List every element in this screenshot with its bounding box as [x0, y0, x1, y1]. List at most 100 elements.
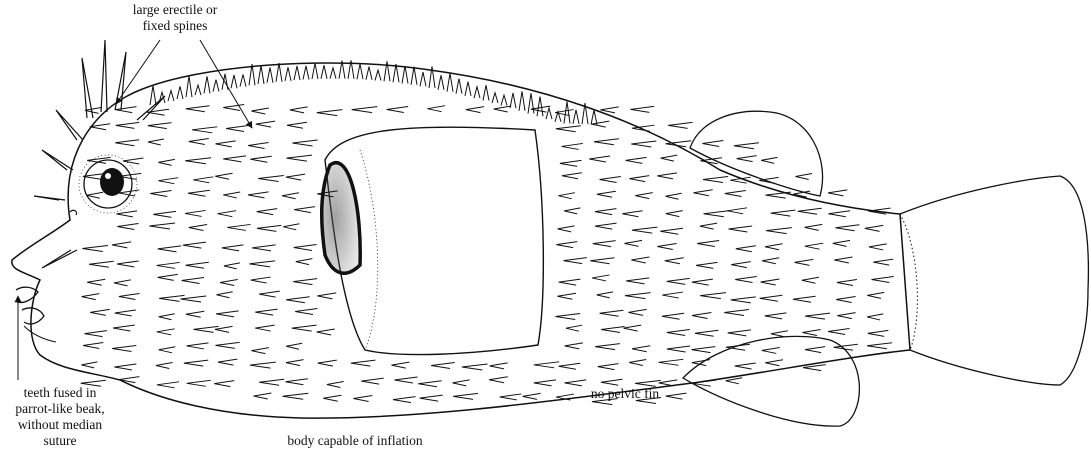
label-pelvic-fin: no pelvic fin: [555, 386, 695, 402]
spine-mark: [563, 258, 586, 264]
spine-mark: [736, 246, 756, 252]
spine-mark: [90, 309, 110, 315]
dorsal-spine: [177, 86, 183, 99]
label-spines-line1: large erectile or: [80, 2, 270, 18]
spine-mark: [592, 275, 609, 281]
spine-mark: [795, 173, 812, 179]
label-teeth: teeth fused in parrot-like beak, without…: [0, 385, 120, 449]
spine-mark: [453, 380, 470, 386]
spine-mark: [761, 157, 777, 163]
spine-mark: [287, 122, 307, 128]
spine-mark: [193, 177, 213, 183]
spine-mark: [117, 261, 139, 267]
spine-mark: [555, 314, 580, 320]
spine-mark: [116, 122, 139, 128]
spine-mark: [157, 382, 179, 388]
spine-mark: [255, 325, 274, 331]
spine-mark: [660, 228, 683, 234]
spine-mark: [286, 360, 304, 366]
spine-mark: [112, 242, 131, 248]
spine-mark: [762, 347, 780, 353]
spine-mark: [112, 345, 136, 351]
spine-mark: [760, 295, 783, 301]
spine-mark: [692, 313, 711, 319]
spine-mark: [631, 257, 649, 263]
spine-mark: [628, 309, 646, 315]
spine-mark: [629, 359, 646, 365]
spine-mark: [590, 258, 614, 264]
spine-mark: [556, 126, 581, 132]
spine-mark: [872, 277, 894, 283]
spine-mark: [834, 344, 858, 350]
spine-mark: [220, 280, 238, 286]
spine-mark: [248, 192, 269, 198]
spine-mark: [623, 325, 641, 331]
spine-mark: [635, 193, 652, 199]
dorsal-spine: [204, 76, 210, 93]
dorsal-spine: [294, 66, 300, 80]
dorsal-spine: [303, 66, 309, 80]
spine-mark: [692, 347, 716, 353]
dorsal-spine: [213, 80, 219, 92]
spine-mark: [255, 309, 277, 315]
spine-mark: [215, 342, 239, 348]
spine-mark: [500, 394, 522, 400]
spine-mark: [598, 364, 619, 370]
spine-mark: [218, 359, 237, 365]
spine-mark: [158, 274, 178, 280]
spine-mark: [83, 343, 103, 349]
spine-mark: [662, 292, 683, 298]
dorsal-spine: [492, 93, 498, 103]
spine-mark: [81, 362, 97, 368]
spine-mark: [116, 211, 137, 217]
dorsal-spine: [591, 110, 597, 125]
spine-mark: [523, 393, 541, 399]
spine-mark: [318, 360, 337, 366]
spine-mark: [466, 107, 484, 113]
spine-mark: [697, 240, 719, 246]
spine-mark: [595, 209, 616, 215]
spine-mark: [453, 393, 478, 399]
spine-mark: [836, 296, 855, 302]
spine-mark: [867, 314, 883, 320]
spine-mark: [837, 313, 855, 319]
spine-mark: [295, 309, 317, 315]
spine-mark: [317, 329, 335, 335]
spine-mark: [667, 330, 690, 336]
spine-mark: [224, 263, 240, 269]
spine-mark: [352, 107, 378, 113]
spine-mark: [667, 346, 690, 352]
spine-mark: [661, 155, 678, 161]
dorsal-spine: [321, 65, 327, 79]
spine-mark: [250, 362, 276, 368]
spine-mark: [156, 363, 173, 369]
spine-mark: [223, 156, 246, 162]
dorsal-spine: [168, 91, 174, 101]
large-head-spine: [82, 58, 93, 118]
label-spines: large erectile or fixed spines: [80, 2, 270, 34]
spine-mark: [595, 223, 617, 229]
spine-mark: [294, 244, 317, 250]
spine-mark: [865, 225, 883, 231]
spine-mark: [601, 326, 625, 332]
spine-mark: [189, 139, 209, 145]
dorsal-spine: [258, 66, 264, 84]
spine-mark: [185, 158, 211, 164]
spine-mark: [192, 127, 217, 133]
spine-mark: [793, 296, 816, 302]
spine-mark: [765, 313, 787, 319]
spine-mark: [534, 380, 556, 386]
spine-mark: [117, 224, 138, 230]
spine-mark: [119, 293, 140, 299]
spine-mark: [253, 393, 271, 399]
label-teeth-line4: suture: [0, 433, 120, 449]
spine-mark: [87, 279, 105, 285]
spine-mark: [703, 177, 728, 183]
spine-mark: [427, 106, 445, 112]
spine-mark: [692, 279, 713, 285]
spine-mark: [867, 292, 884, 298]
spine-mark: [592, 121, 610, 127]
spine-mark: [798, 208, 822, 214]
dorsal-spine: [501, 95, 507, 105]
spine-mark: [696, 262, 718, 268]
